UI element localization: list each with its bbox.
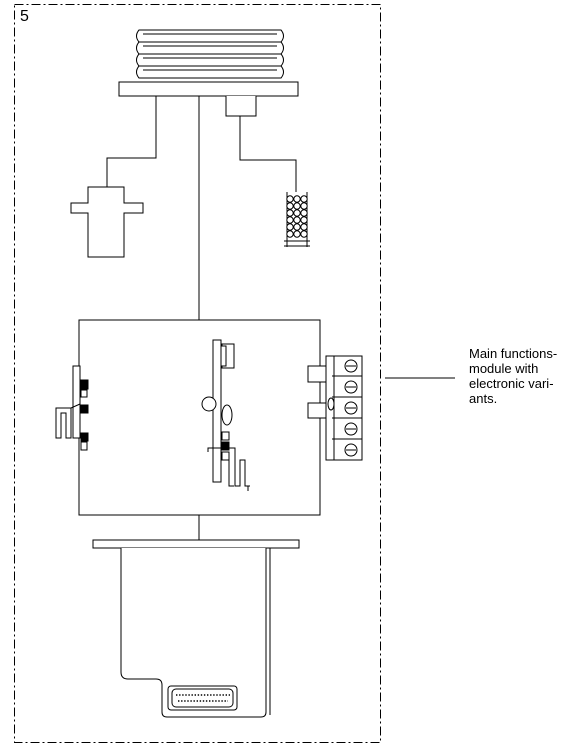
module-boundary-frame — [14, 4, 381, 743]
step-number: 5 — [20, 8, 29, 25]
left-circuit-board — [55, 365, 89, 451]
callout-line-3: electronic vari- — [469, 376, 554, 391]
module-callout-label: Main functions- module with electronic v… — [469, 346, 557, 406]
callout-line-2: module with — [469, 361, 539, 376]
terminal-block — [307, 355, 363, 461]
bellows-assembly — [118, 29, 299, 117]
adapter-piece — [70, 186, 144, 258]
callout-line-1: Main functions- — [469, 346, 558, 361]
coil-spring — [284, 192, 310, 247]
main-functions-module — [55, 319, 321, 540]
leader-to-adapter — [106, 96, 157, 187]
right-circuit-board — [201, 339, 250, 491]
base-housing — [92, 539, 300, 718]
callout-line-4: ants. — [469, 391, 498, 406]
leader-to-spring — [239, 116, 297, 192]
sub-d-connector — [167, 685, 238, 711]
